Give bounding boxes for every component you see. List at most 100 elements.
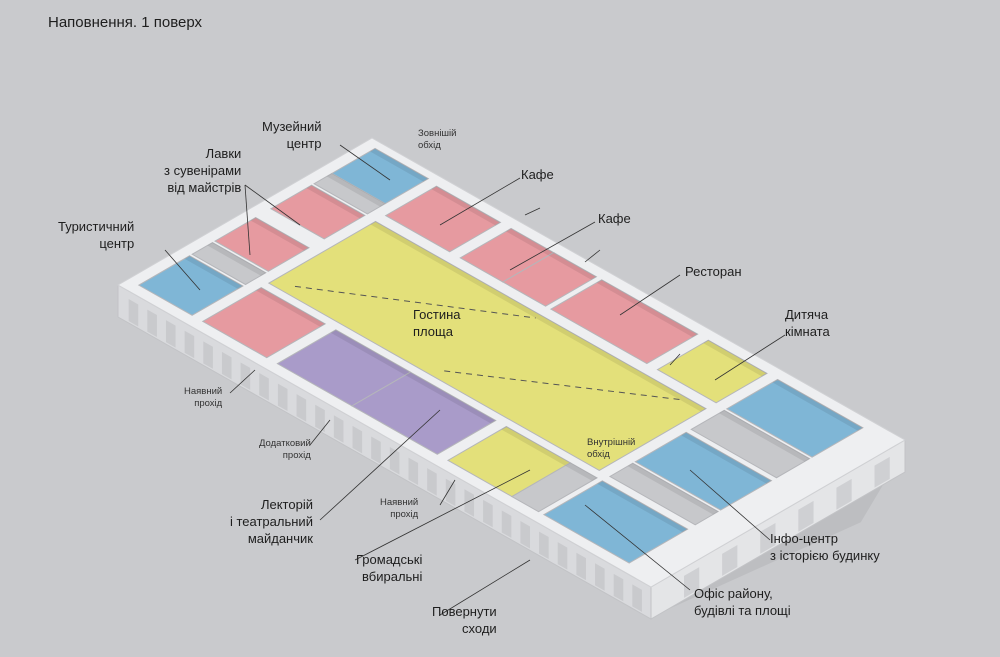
room-wall-shade bbox=[596, 279, 698, 338]
arcade-arch bbox=[203, 341, 213, 369]
office-room bbox=[725, 378, 864, 458]
room-wall-shade bbox=[405, 372, 496, 424]
room-wall-shade bbox=[506, 228, 554, 256]
arcade-arch bbox=[613, 573, 624, 602]
arcade-arch bbox=[277, 383, 288, 412]
room-wall-shade bbox=[548, 252, 597, 280]
arcade-arch bbox=[520, 521, 531, 549]
label-cafe-1: Кафе bbox=[521, 167, 554, 182]
leader-line bbox=[309, 419, 331, 446]
label-cafe-2: Кафе bbox=[598, 211, 631, 226]
room-wall-shade bbox=[370, 221, 706, 412]
arcade-arch bbox=[483, 499, 493, 528]
room-wall-shade bbox=[501, 426, 571, 466]
theatre-room bbox=[351, 371, 497, 455]
arcade-arch bbox=[352, 425, 363, 454]
arcade-arch bbox=[557, 542, 568, 570]
room-wall-shade bbox=[330, 329, 411, 376]
arcade-arch bbox=[539, 531, 549, 560]
arcade-arch bbox=[147, 309, 157, 338]
leader-line bbox=[354, 469, 531, 561]
arcade-arch bbox=[632, 584, 642, 612]
leader-line bbox=[689, 469, 771, 541]
service-room bbox=[510, 462, 598, 513]
room-wall-shade bbox=[681, 432, 772, 484]
room-wall-shade bbox=[627, 463, 719, 515]
leader-line bbox=[319, 409, 441, 521]
leader-line bbox=[669, 353, 681, 366]
leader-line bbox=[244, 184, 251, 256]
leader-line bbox=[439, 559, 531, 616]
arcade-arch bbox=[371, 436, 381, 464]
leader-line bbox=[439, 479, 456, 506]
cafe-room bbox=[201, 287, 327, 359]
room-wall-shade bbox=[256, 287, 326, 327]
leader-line bbox=[584, 504, 691, 591]
arcade-arch bbox=[221, 351, 232, 380]
room-wall-shade bbox=[184, 255, 243, 289]
room-wall-shade bbox=[306, 185, 365, 219]
service-room bbox=[191, 241, 267, 286]
label-restaurant: Ресторан bbox=[685, 264, 742, 279]
arcade-arch bbox=[165, 320, 176, 348]
arcade-arch bbox=[722, 545, 738, 576]
arcade-arch bbox=[427, 468, 437, 496]
leader-line bbox=[229, 369, 256, 394]
cafe-room bbox=[384, 185, 502, 253]
room-wall-shade bbox=[719, 410, 810, 462]
cafe-room bbox=[501, 252, 598, 307]
leader-line bbox=[244, 184, 301, 226]
arcade-arch bbox=[874, 456, 890, 488]
tourist-center-room bbox=[137, 255, 244, 316]
leader-line bbox=[714, 334, 786, 381]
souvenir-shop bbox=[214, 216, 310, 272]
room-wall-shade bbox=[250, 217, 309, 251]
district-office-room bbox=[542, 480, 689, 564]
guest-square-courtyard bbox=[267, 220, 707, 471]
room-wall-shade bbox=[431, 186, 501, 226]
room-wall-shade bbox=[597, 480, 688, 533]
arcade-arch bbox=[184, 330, 195, 359]
arcade-arch bbox=[595, 563, 605, 591]
arcade-arch bbox=[501, 510, 512, 538]
arcade-arch bbox=[315, 404, 325, 433]
leader-line bbox=[439, 177, 521, 226]
leader-line bbox=[164, 249, 201, 291]
leader-line bbox=[509, 221, 596, 271]
arcade-arch bbox=[408, 457, 419, 486]
leader-line bbox=[339, 144, 391, 181]
service-room bbox=[608, 462, 720, 526]
label-district-office: Офіс району,будівлі та площі bbox=[694, 586, 791, 618]
room-wall-shade bbox=[772, 379, 863, 431]
arcade-arch bbox=[684, 567, 700, 598]
room-wall-shade bbox=[703, 340, 767, 377]
arcade-arch bbox=[464, 489, 475, 517]
arcade-arch bbox=[798, 500, 814, 532]
arcade-arch bbox=[240, 362, 251, 390]
info-center-room bbox=[634, 431, 773, 511]
souvenir-shop bbox=[269, 184, 366, 240]
room-wall-shade bbox=[369, 148, 429, 182]
arcade-arch bbox=[836, 478, 852, 510]
service-room bbox=[313, 172, 387, 215]
service-room bbox=[690, 409, 811, 479]
arcade-arch bbox=[296, 394, 307, 422]
arcade-arch bbox=[259, 373, 269, 401]
restaurant-room bbox=[549, 279, 699, 365]
leader-line bbox=[524, 207, 541, 216]
room-wall-shade bbox=[565, 462, 597, 481]
